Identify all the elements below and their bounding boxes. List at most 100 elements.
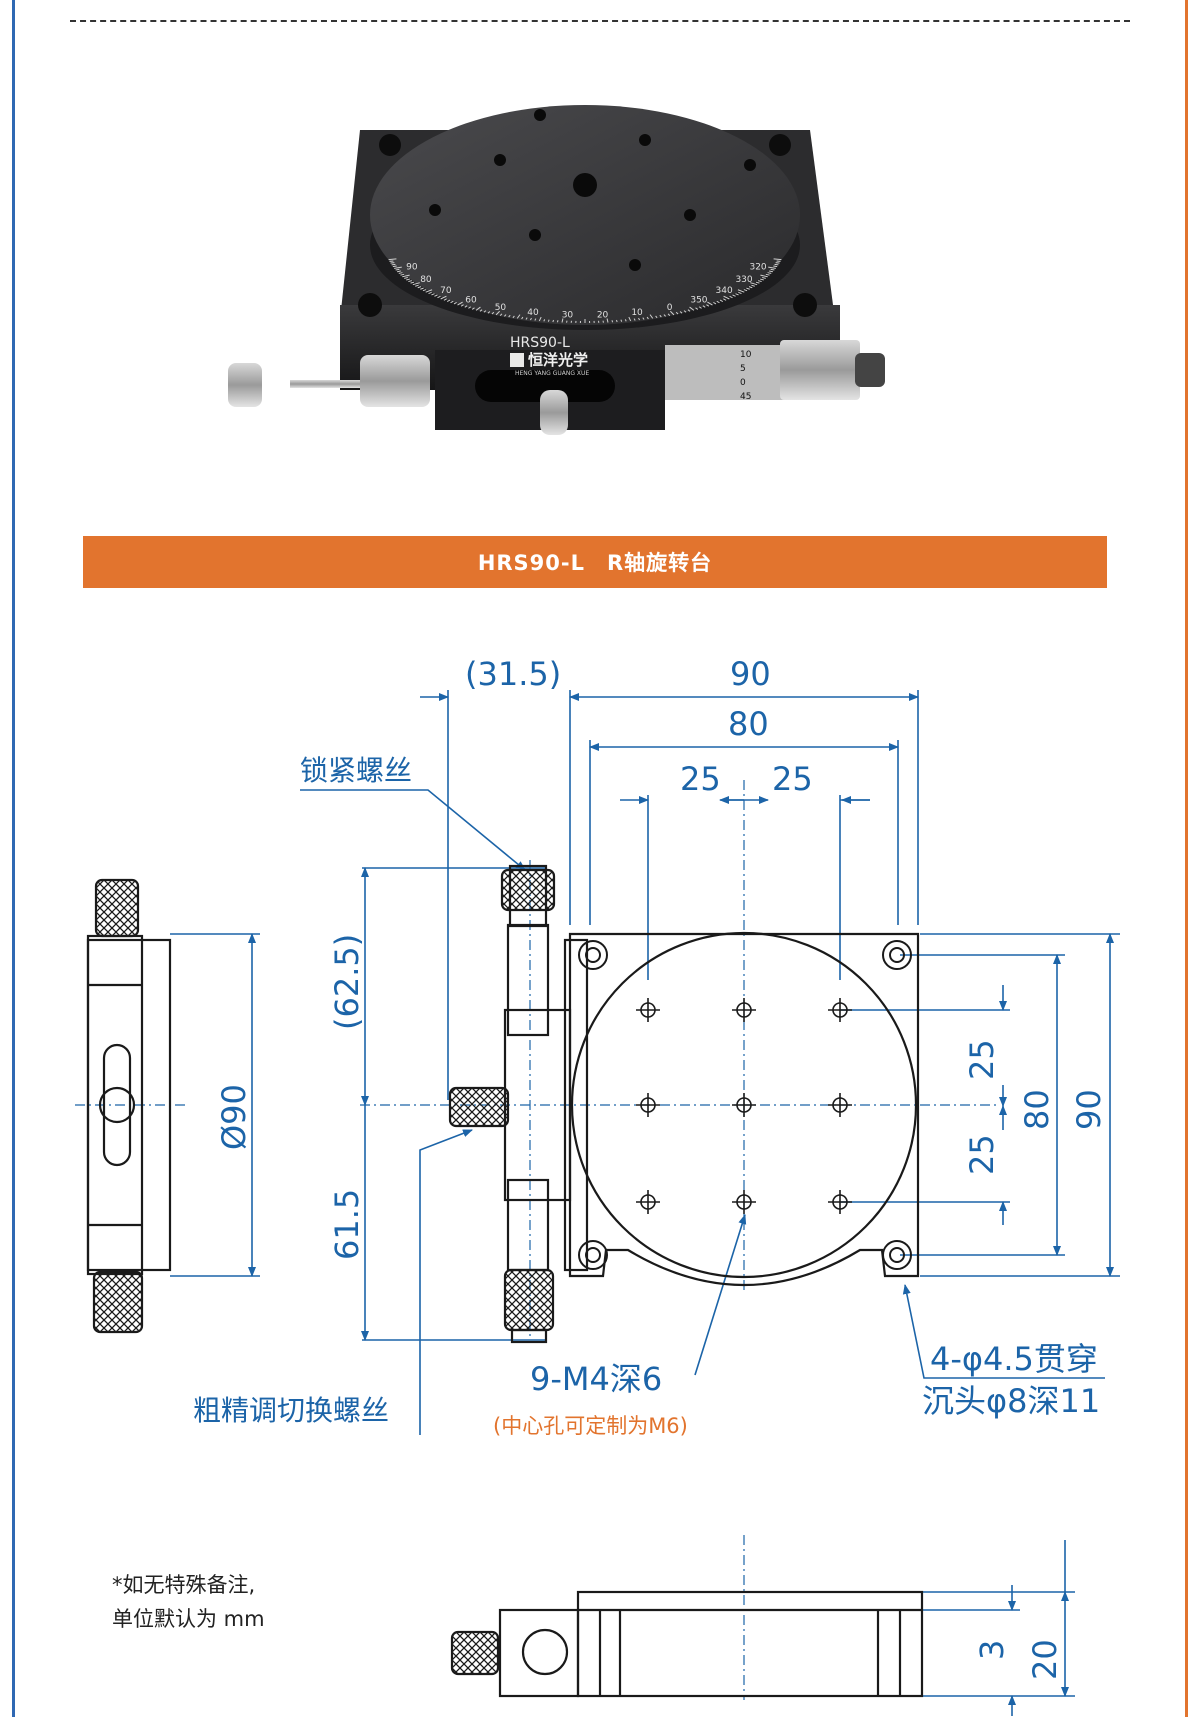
scale-tick [410, 281, 415, 284]
dim-side-small: 3 [973, 1640, 1011, 1660]
scale-mark-label: 320 [749, 263, 766, 273]
scale-mark-label: 10 [631, 308, 643, 318]
scale-tick [397, 270, 401, 273]
label-holes: 9-M4深6 [530, 1360, 662, 1398]
scale-tick [437, 295, 441, 299]
scale-tick [420, 287, 424, 290]
dim-width-inner: 80 [728, 705, 769, 743]
scale-mark-label: 50 [495, 303, 507, 313]
scale-tick [719, 299, 724, 302]
scale-tick [408, 280, 413, 283]
micrometer-sleeve [665, 345, 785, 400]
scale-tick [525, 317, 528, 320]
dim-right-outer: 90 [1070, 1089, 1108, 1130]
scale-tick [746, 287, 750, 290]
scale-tick [615, 319, 618, 323]
micrometer-mark-label: 0 [740, 378, 746, 388]
scale-tick [655, 315, 658, 319]
label-switch-screw: 粗精调切换螺丝 [193, 1394, 389, 1427]
top-view-outline [448, 864, 920, 1344]
dim-pitch-left: 25 [680, 760, 721, 798]
scale-tick [620, 319, 623, 322]
scale-tick [770, 268, 775, 271]
scale-tick [751, 284, 755, 287]
scale-mark-label: 60 [465, 296, 477, 306]
scale-tick [769, 270, 773, 273]
footnote-line2: 单位默认为 mm [112, 1607, 265, 1631]
scale-tick [723, 298, 727, 301]
dimension-lines [170, 690, 1120, 1716]
banner-title: HRS90-L R轴旋转台 [477, 551, 713, 575]
micrometer-thimble [780, 340, 860, 400]
scale-mark-label: 350 [690, 296, 707, 306]
scale-tick [768, 266, 776, 269]
scale-tick [683, 310, 687, 313]
scale-tick [737, 289, 745, 293]
scale-tick [412, 282, 420, 286]
scale-tick [434, 294, 438, 297]
m4-tap-holes [636, 998, 852, 1214]
dim-side-height: 20 [1026, 1639, 1064, 1680]
micrometer-mark-label: 10 [740, 350, 752, 360]
scale-tick [431, 293, 435, 296]
scale-tick [628, 316, 632, 322]
scale-tick [443, 298, 447, 301]
engraving-model: HRS90-L [510, 335, 570, 351]
scale-tick [611, 320, 614, 323]
scale-tick [400, 273, 405, 276]
scale-tick [762, 277, 766, 279]
scale-tick [667, 313, 671, 316]
micrometer-mark-label: 45 [740, 392, 751, 402]
scale-tick [649, 314, 654, 319]
brand-logo-icon [510, 353, 524, 367]
scale-mark-label: 330 [735, 275, 752, 285]
scale-tick [702, 305, 706, 308]
scale-tick [428, 291, 432, 295]
scale-mark-label: 40 [527, 308, 539, 318]
scale-tick [547, 319, 550, 322]
dim-diameter: Ø90 [215, 1084, 253, 1150]
scale-tick [670, 310, 675, 316]
scale-tick [538, 316, 542, 322]
dim-pitch-right: 25 [772, 760, 813, 798]
label-mount-line2: 沉头φ8深11 [922, 1382, 1100, 1420]
scale-mark-label: 340 [716, 286, 733, 296]
scale-tick [388, 258, 397, 261]
scale-tick [471, 307, 475, 310]
scale-tick [760, 278, 764, 281]
scale-tick [468, 306, 472, 309]
scale-tick [556, 320, 559, 323]
scale-tick [732, 294, 736, 297]
scale-tick [698, 306, 702, 309]
scale-tick [499, 313, 503, 316]
scale-tick [716, 300, 720, 304]
label-holes-note: (中心孔可定制为M6) [493, 1414, 688, 1438]
scale-tick [422, 289, 427, 292]
scale-tick [508, 314, 511, 318]
scale-tick [440, 295, 447, 300]
scale-tick [773, 265, 778, 268]
dim-right-pitch-lower: 25 [963, 1134, 1001, 1175]
scale-tick [479, 309, 483, 312]
scale-mark-label: 20 [597, 311, 609, 321]
scale-tick [767, 272, 772, 274]
scale-tick [743, 289, 748, 292]
scale-tick [450, 300, 454, 304]
scale-tick [425, 289, 433, 293]
scale-tick [491, 311, 495, 315]
scale-tick [679, 311, 683, 314]
rotary-disk-top [370, 105, 800, 325]
scale-tick [773, 258, 782, 261]
scale-tick [757, 280, 762, 283]
footnote: *如无特殊备注, 单位默认为 mm [112, 1568, 265, 1636]
side-view-bottom [450, 1590, 924, 1698]
scale-tick [446, 299, 451, 302]
switch-screw-knob [540, 390, 568, 435]
scale-mark-label: 30 [562, 311, 574, 321]
scale-tick [748, 286, 753, 289]
scale-tick [392, 265, 397, 268]
scale-mark-label: 0 [667, 303, 673, 313]
scale-tick [642, 317, 645, 320]
scale-tick [516, 314, 521, 319]
dim-width-outer: 90 [730, 655, 771, 693]
